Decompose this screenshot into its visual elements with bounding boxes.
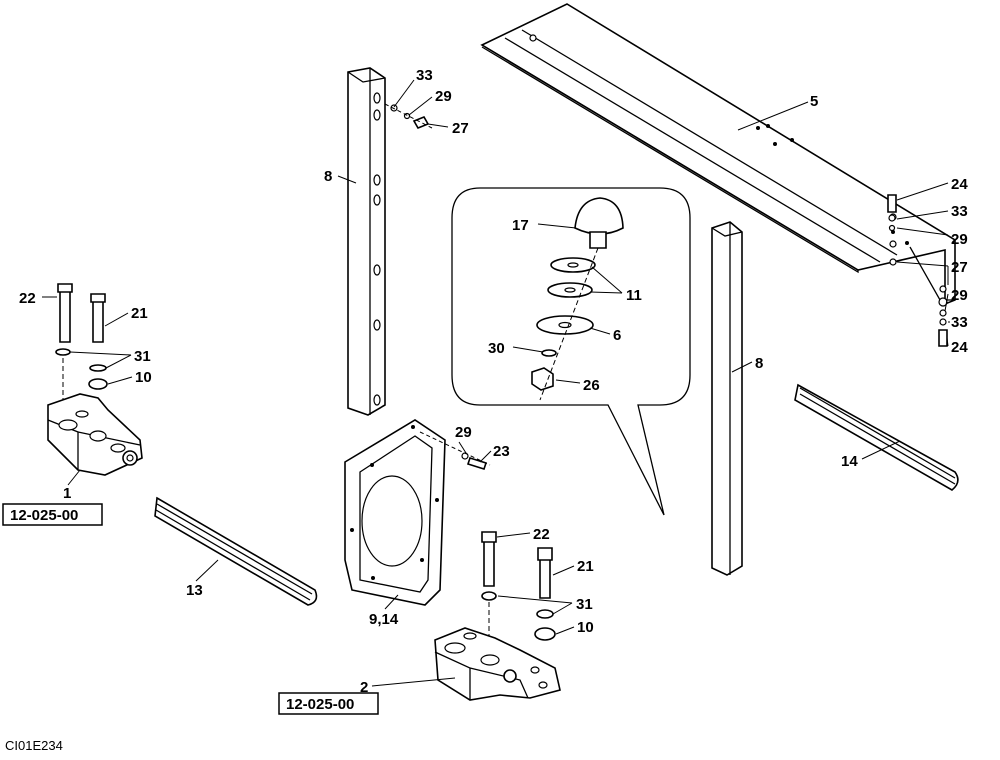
label-26: 26 — [583, 377, 600, 394]
label-1: 1 — [63, 485, 71, 502]
label-17: 17 — [512, 217, 529, 234]
label-11: 11 — [626, 287, 642, 304]
mount-block-bottom — [434, 531, 561, 701]
mount-block-left — [47, 283, 143, 476]
label-23: 23 — [493, 443, 510, 460]
leader-lines — [42, 79, 950, 687]
reference-box-1: 12-025-00 — [2, 503, 103, 526]
label-9-14: 9,14 — [369, 611, 399, 628]
reference-code: 12-025-00 — [10, 507, 78, 524]
label-14: 14 — [841, 453, 858, 470]
label-31: 31 — [134, 348, 151, 365]
rubber-strip-left — [154, 496, 318, 606]
vertical-angle-right — [711, 221, 743, 576]
label-27: 27 — [452, 120, 469, 137]
label-13: 13 — [186, 582, 203, 599]
label-21: 21 — [577, 558, 594, 575]
label-30: 30 — [488, 340, 505, 357]
reference-code: 12-025-00 — [286, 696, 354, 713]
fasteners-upper-left — [384, 103, 433, 130]
drawing-code: CI01E234 — [5, 738, 63, 753]
label-29: 29 — [455, 424, 472, 441]
callout-labels: 33 29 27 8 5 24 33 29 27 29 33 24 17 11 … — [19, 67, 968, 696]
label-29: 29 — [951, 231, 968, 248]
label-10: 10 — [135, 369, 152, 386]
vertical-angle-left — [347, 67, 386, 416]
label-31: 31 — [576, 596, 593, 613]
label-22: 22 — [19, 290, 36, 307]
label-5: 5 — [810, 93, 818, 110]
reference-box-2: 12-025-00 — [278, 692, 379, 715]
label-8: 8 — [324, 168, 332, 185]
label-8: 8 — [755, 355, 763, 372]
mounting-plate — [344, 419, 446, 606]
fasteners-right — [887, 194, 948, 347]
label-2: 2 — [360, 679, 368, 696]
label-6: 6 — [613, 327, 621, 344]
detail-callout-bubble — [451, 187, 691, 516]
label-24: 24 — [951, 176, 968, 193]
label-24: 24 — [951, 339, 968, 356]
label-27: 27 — [951, 259, 968, 276]
top-cover-panel — [480, 3, 956, 306]
label-33: 33 — [951, 314, 968, 331]
label-21: 21 — [131, 305, 148, 322]
label-29: 29 — [951, 287, 968, 304]
label-10: 10 — [577, 619, 594, 636]
rubber-strip-right — [794, 383, 959, 491]
label-33: 33 — [951, 203, 968, 220]
label-22: 22 — [533, 526, 550, 543]
label-33: 33 — [416, 67, 433, 84]
label-29: 29 — [435, 88, 452, 105]
